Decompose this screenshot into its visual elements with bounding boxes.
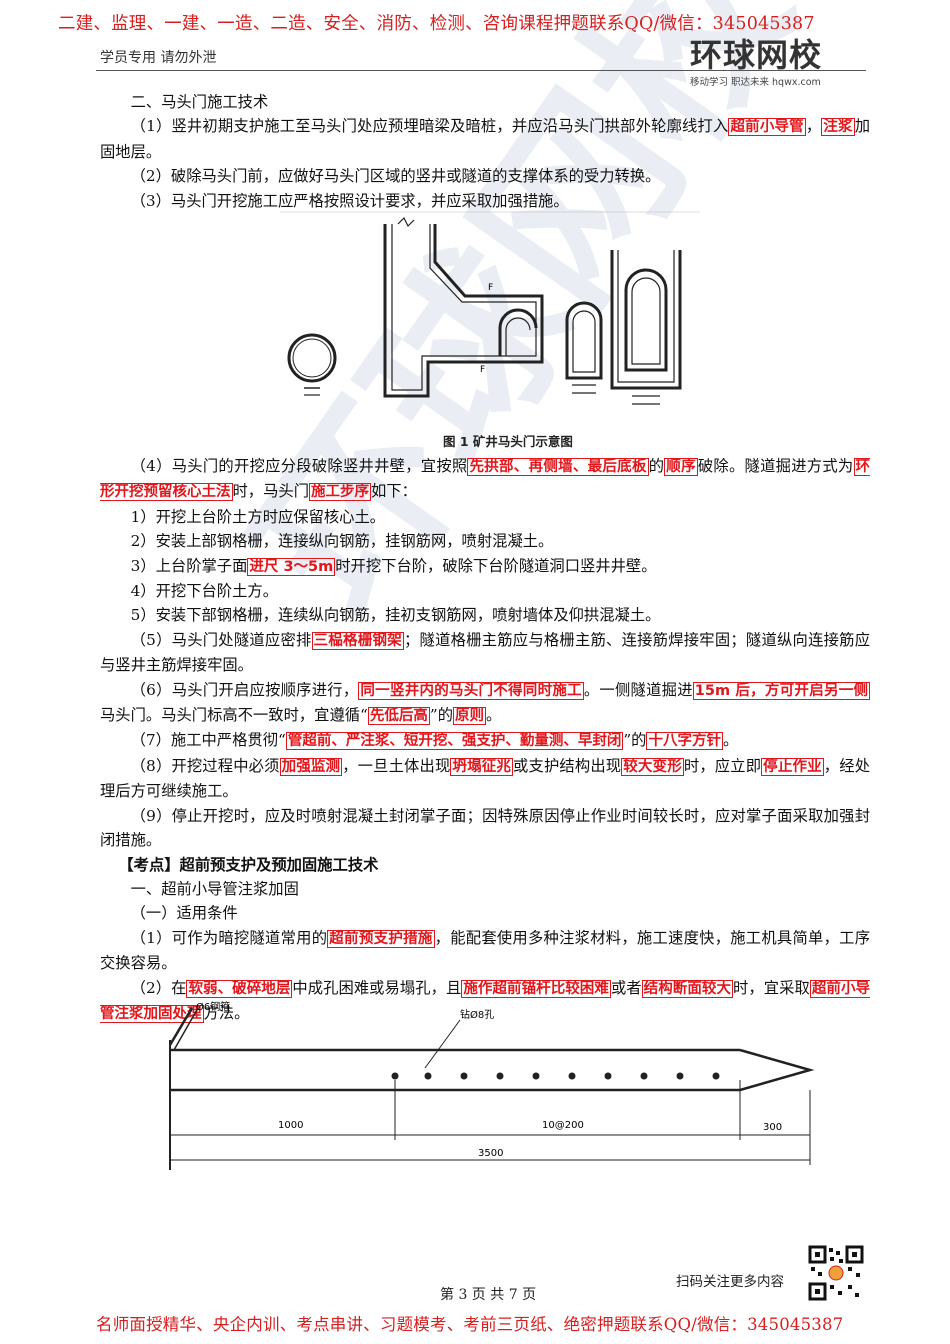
highlight: 停止作业 bbox=[761, 757, 824, 776]
hole-dots bbox=[391, 1072, 720, 1080]
logo-sub: 移动学习 职达未来 hqwx.com bbox=[690, 77, 821, 88]
highlight: 进尺 3～5m bbox=[247, 557, 336, 576]
figure-caption: 图 1 矿井马头门示意图 bbox=[443, 434, 573, 449]
dim-total: 3500 bbox=[478, 1148, 503, 1159]
highlight: 环形开挖预留核心土法 bbox=[100, 458, 871, 502]
highlight: 软弱、破碎地层 bbox=[186, 979, 293, 998]
logo: 环球网校 移动学习 职达未来 hqwx.com bbox=[690, 30, 865, 90]
highlight: 15m 后，方可开启另一侧 bbox=[692, 681, 870, 700]
label-ring: Ø6钢箍 bbox=[196, 1000, 230, 1013]
header-note: 学员专用 请勿外泄 bbox=[100, 50, 217, 66]
highlight: 十八字方针 bbox=[646, 732, 723, 751]
highlight: 坍塌征兆 bbox=[450, 757, 514, 776]
svg-text:F: F bbox=[488, 283, 493, 293]
highlight: 先拱部、再侧墙、最后底板 bbox=[467, 458, 649, 476]
highlight: 结构断面较大 bbox=[641, 979, 734, 998]
step-item: 5）安装下部钢格栅，连续纵向钢筋，挂初支钢筋网，喷射墙体及仰拱混凝土。 bbox=[130, 606, 661, 625]
figure-shaft-horsehead-gate: F F bbox=[280, 211, 700, 405]
paragraph: （4）马头门的开挖应分段破除竖井井壁，宜按照先拱部、再侧墙、最后底板的顺序破除。… bbox=[100, 457, 871, 502]
highlight: 施工步序 bbox=[309, 483, 371, 502]
highlight: 较大变形 bbox=[621, 757, 684, 776]
logo-main: 环球网校 bbox=[690, 36, 823, 74]
header-rule bbox=[96, 70, 866, 71]
qr-code-icon[interactable] bbox=[808, 1245, 864, 1301]
highlight: 注浆 bbox=[821, 118, 855, 137]
paragraph: （3）马头门开挖施工应严格按照设计要求，并应采取加强措施。 bbox=[130, 191, 569, 210]
dim-300: 300 bbox=[763, 1122, 782, 1133]
paragraph: （7）施工中严格贯彻“管超前、严注浆、短开挖、强支护、勤量测、早封闭”的十八字方… bbox=[130, 731, 739, 751]
highlight: 同一竖井内的马头门不得同时施工 bbox=[358, 681, 584, 700]
top-banner: 二建、监理、一建、一造、二造、安全、消防、检测、咨询课程押题联系QQ/微信：34… bbox=[58, 14, 815, 34]
subheading: （一）适用条件 bbox=[130, 904, 238, 923]
highlight: 原则 bbox=[453, 707, 486, 726]
highlight: 先低后高 bbox=[367, 707, 430, 726]
dim-1000: 1000 bbox=[278, 1120, 303, 1131]
section-title: 二、马头门施工技术 bbox=[130, 93, 269, 111]
content-middle: （4）马头门的开挖应分段破除竖井井壁，宜按照先拱部、再侧墙、最后底板的顺序破除。… bbox=[100, 454, 871, 1026]
paragraph: （2）破除马头门前，应做好马头门区域的竖井或隧道的支撑体系的受力转换。 bbox=[130, 167, 661, 186]
label-hole: 钻Ø8孔 bbox=[460, 1008, 494, 1021]
content-top: 二、马头门施工技术 （1）竖井初期支护施工至马头门处应预埋暗梁及暗桩，并应沿马头… bbox=[100, 90, 870, 213]
figure-small-conduit: Ø6钢箍 钻Ø8孔 1000 10@200 300 3500 bbox=[168, 1000, 815, 1170]
highlight: 顺序 bbox=[664, 458, 698, 476]
highlight: 超前小导管 bbox=[728, 118, 806, 137]
bottom-banner: 名师面授精华、央企内训、考点串讲、习题模考、考前三页纸、绝密押题联系QQ/微信：… bbox=[96, 1315, 844, 1334]
highlight: 超前预支护措施 bbox=[327, 929, 435, 948]
page-number: 第 3 页 共 7 页 bbox=[440, 1287, 537, 1303]
highlight: 超前小导管注浆加固处理 bbox=[100, 979, 871, 1023]
paragraph: （8）开挖过程中必须加强监测，一旦土体出现坍塌征兆或支护结构出现较大变形时，应立… bbox=[100, 756, 871, 801]
paragraph: （2）在软弱、破碎地层中成孔困难或易塌孔，且施作超前锚杆比较困难或者结构断面较大… bbox=[100, 978, 871, 1023]
step-item: 2）安装上部钢格栅，连接纵向钢筋，挂钢筋网，喷射混凝土。 bbox=[130, 532, 554, 551]
paragraph: （9）停止开挖时，应及时喷射混凝土封闭掌子面；因特殊原因停止作业时间较长时，应对… bbox=[100, 806, 870, 850]
step-item: 4）开挖下台阶土方。 bbox=[130, 582, 278, 601]
step-item: 1）开挖上台阶土方时应保留核心土。 bbox=[130, 507, 386, 526]
svg-text:F: F bbox=[480, 365, 485, 375]
paragraph: （1）可作为暗挖隧道常用的超前预支护措施，能配套使用多种注浆材料，施工速度快，施… bbox=[100, 928, 871, 973]
highlight: 管超前、严注浆、短开挖、强支护、勤量测、早封闭 bbox=[285, 732, 624, 751]
dim-spacing: 10@200 bbox=[542, 1120, 584, 1131]
paragraph: （5）马头门处隧道应密排三榀格栅钢架；隧道格栅主筋应与格栅主筋、连接筋焊接牢固；… bbox=[100, 630, 870, 675]
highlight: 施作超前锚杆比较困难 bbox=[461, 979, 611, 998]
highlight: 加强监测 bbox=[279, 757, 343, 776]
qr-note: 扫码关注更多内容 bbox=[676, 1274, 784, 1290]
kaodian-title: 【考点】超前预支护及预加固施工技术 bbox=[118, 855, 379, 874]
subheading: 一、超前小导管注浆加固 bbox=[130, 879, 299, 898]
paragraph: （1）竖井初期支护施工至马头门处应预埋暗梁及暗桩，并应沿马头门拱部外轮廓线打入超… bbox=[100, 117, 871, 161]
highlight: 三榀格栅钢架 bbox=[311, 631, 404, 650]
